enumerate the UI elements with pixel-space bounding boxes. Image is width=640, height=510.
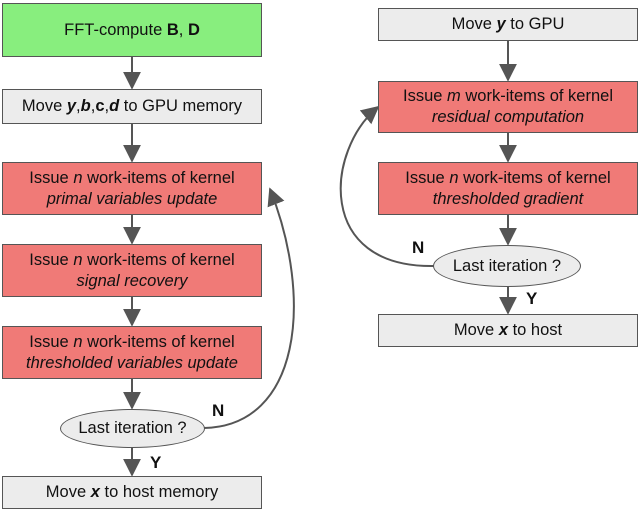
fft-compute-step: FFT-compute B, D (2, 3, 262, 57)
move-to-gpu-memory-step: Move y,b,c,d to GPU memory (2, 89, 262, 124)
right-yes-label: Y (526, 289, 538, 308)
signal-recovery-kernel-step: Issue n work-items of kernel signal reco… (2, 244, 262, 297)
left-last-iteration-decision: Last iteration ? (60, 409, 205, 448)
right-last-iteration-decision: Last iteration ? (433, 245, 581, 287)
thresholded-gradient-kernel-step: Issue n work-items of kernel thresholded… (378, 162, 638, 215)
thresholded-update-kernel-step: Issue n work-items of kernel thresholded… (2, 326, 262, 379)
move-x-to-host-step: Move x to host (378, 314, 638, 347)
residual-kernel-step: Issue m work-items of kernel residual co… (378, 81, 638, 133)
move-x-to-host-memory-step: Move x to host memory (2, 476, 262, 509)
arrow-right-loop (339, 105, 435, 268)
left-no-label: N (212, 401, 225, 420)
arrow-left-loop (203, 187, 295, 429)
left-yes-label: Y (150, 453, 162, 472)
primal-update-kernel-step: Issue n work-items of kernel primal vari… (2, 162, 262, 215)
move-y-to-gpu-step: Move y to GPU (378, 8, 638, 41)
right-no-label: N (412, 238, 425, 257)
